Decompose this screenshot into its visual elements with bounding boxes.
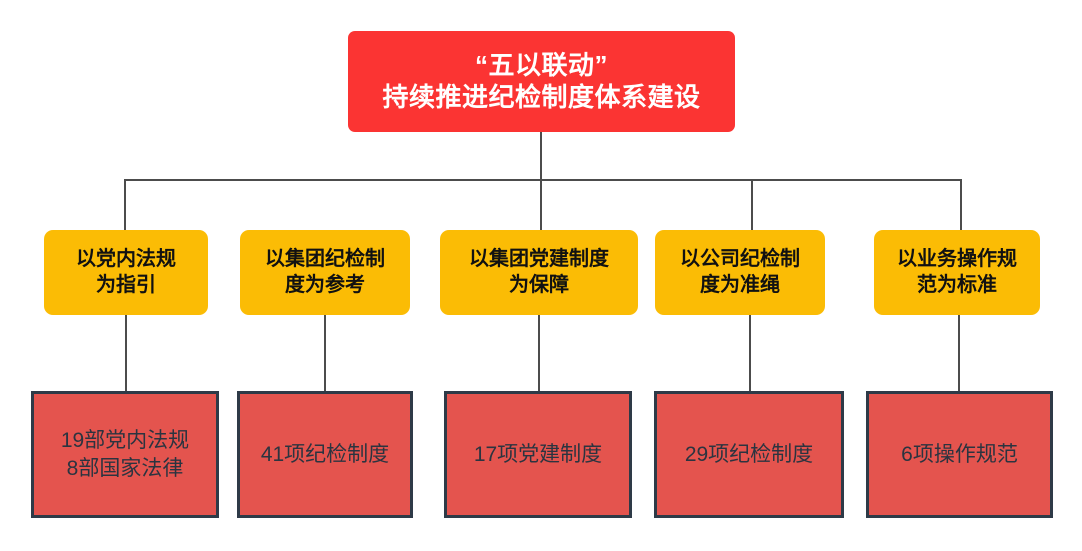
root-node-line-1: “五以联动” [474,49,608,80]
category-node-4[interactable]: 以公司纪检制 度为准绳 [655,230,825,315]
category-node-2-line-2: 度为参考 [285,273,365,296]
connector-category-to-leaf-1 [125,315,127,393]
connector-bus-to-category-3 [540,179,542,231]
leaf-node-3-line-1: 17项党建制度 [473,442,603,466]
leaf-node-5[interactable]: 6项操作规范 [866,391,1053,518]
leaf-node-2-line-1: 41项纪检制度 [260,442,390,466]
connector-bus-to-category-5 [960,179,962,231]
category-node-3-line-2: 为保障 [509,273,569,296]
connector-category-to-leaf-5 [958,315,960,393]
category-node-3[interactable]: 以集团党建制度 为保障 [440,230,638,315]
connector-bus-to-category-1 [124,179,126,231]
connector-category-to-leaf-3 [538,315,540,393]
leaf-node-5-line-1: 6项操作规范 [901,442,1018,466]
connector-root-stem [540,132,542,180]
category-node-2[interactable]: 以集团纪检制 度为参考 [240,230,410,315]
category-node-5-line-1: 以业务操作规 [897,247,1017,270]
category-node-1-line-2: 为指引 [96,273,156,296]
leaf-node-4[interactable]: 29项纪检制度 [654,391,844,518]
category-node-1[interactable]: 以党内法规 为指引 [44,230,208,315]
leaf-node-1[interactable]: 19部党内法规 8部国家法律 [31,391,219,518]
category-node-2-line-1: 以集团纪检制 [265,247,385,270]
connector-category-to-leaf-2 [324,315,326,393]
connector-bus-to-category-4 [751,179,753,231]
category-node-4-line-1: 以公司纪检制 [680,247,800,270]
connector-category-to-leaf-4 [749,315,751,393]
category-node-3-line-1: 以集团党建制度 [469,247,609,270]
connector-horizontal-bus [124,179,962,181]
leaf-node-3[interactable]: 17项党建制度 [444,391,632,518]
root-node-line-2: 持续推进纪检制度体系建设 [382,81,701,112]
category-node-4-line-2: 度为准绳 [700,273,780,296]
leaf-node-1-line-1: 19部党内法规 [60,429,190,453]
leaf-node-2[interactable]: 41项纪检制度 [237,391,413,518]
category-node-5-line-2: 范为标准 [917,273,997,296]
category-node-1-line-1: 以党内法规 [76,247,176,270]
root-node-title[interactable]: “五以联动” 持续推进纪检制度体系建设 [348,31,735,132]
leaf-node-1-line-2: 8部国家法律 [66,456,184,480]
leaf-node-4-line-1: 29项纪检制度 [684,442,814,466]
category-node-5[interactable]: 以业务操作规 范为标准 [874,230,1040,315]
